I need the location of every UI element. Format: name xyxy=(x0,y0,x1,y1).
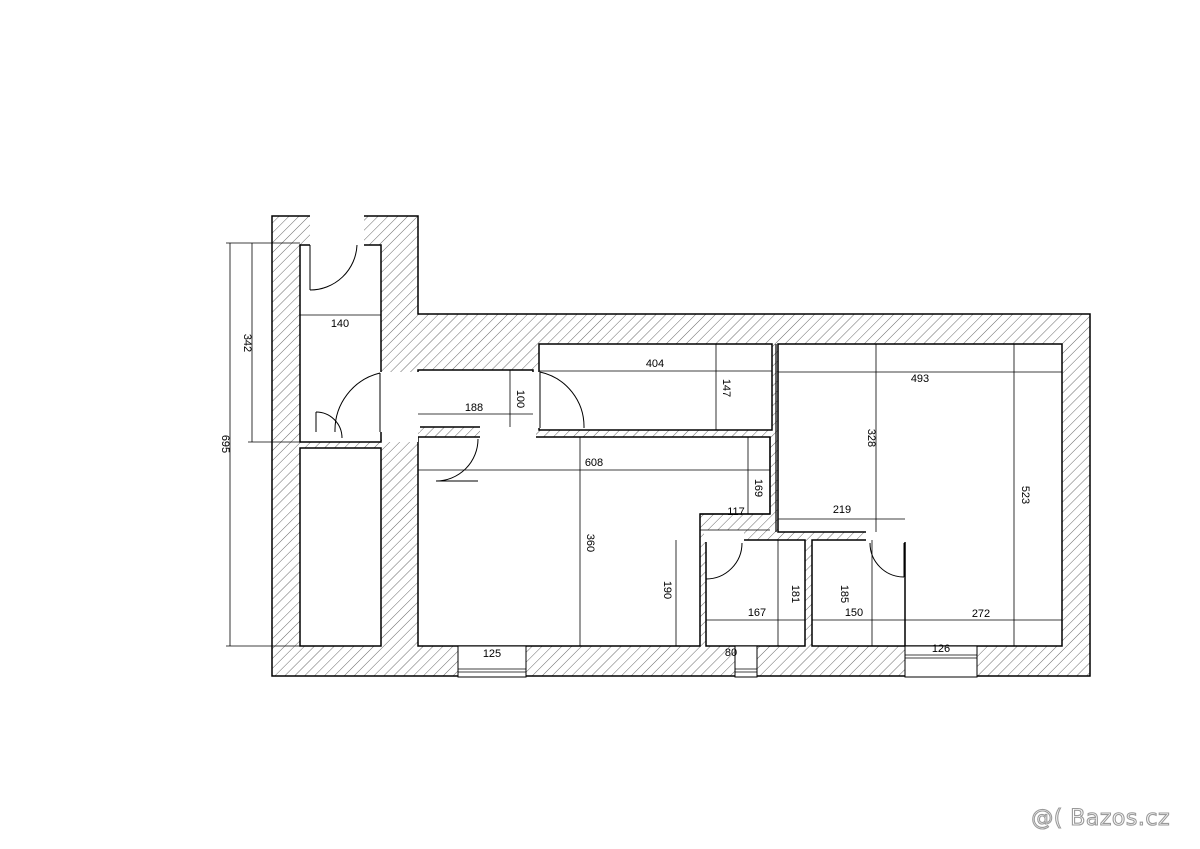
dim-bedroom-step: 219 xyxy=(833,504,851,516)
dim-living-notch: 169 xyxy=(752,479,764,497)
dim-living-width: 608 xyxy=(585,457,603,469)
dim-total-height: 695 xyxy=(219,435,231,453)
dim-bedroom-lower-width: 272 xyxy=(972,608,990,620)
watermark: @( Bazos.cz xyxy=(1031,805,1170,831)
dim-storage-depth: 100 xyxy=(514,390,526,408)
dim-window-living: 125 xyxy=(483,648,501,660)
dim-bath-width: 167 xyxy=(748,607,766,619)
wall-mass xyxy=(271,215,1091,677)
dim-bedroom-full-depth: 523 xyxy=(1019,486,1031,504)
dim-entry-height: 342 xyxy=(241,334,253,352)
dimension-lines xyxy=(226,242,1062,647)
dim-window-bedroom: 126 xyxy=(932,643,950,655)
dim-storage-width: 188 xyxy=(465,402,483,414)
dim-living-depth: 360 xyxy=(584,534,596,552)
wall-outlines xyxy=(700,344,777,532)
dim-bath-depth: 181 xyxy=(789,585,801,603)
dim-bedroom-width: 493 xyxy=(911,373,929,385)
door-openings xyxy=(310,215,906,542)
dim-kitchen-width: 404 xyxy=(646,358,664,370)
dim-bedroom-depth: 328 xyxy=(865,429,877,447)
dim-notch-width: 117 xyxy=(727,506,745,518)
dim-bath-door-depth: 190 xyxy=(661,581,673,599)
dim-wc-depth: 185 xyxy=(838,585,850,603)
dim-hall-width: 140 xyxy=(331,318,349,330)
dim-kitchen-depth: 147 xyxy=(720,379,732,397)
dimension-labels: 695 342 140 188 100 404 147 608 360 169 … xyxy=(219,318,1031,660)
door-swings xyxy=(309,244,905,580)
window-glass-lines xyxy=(458,654,977,673)
dim-wc-width: 150 xyxy=(845,607,863,619)
dim-window-bath: 80 xyxy=(725,647,737,659)
